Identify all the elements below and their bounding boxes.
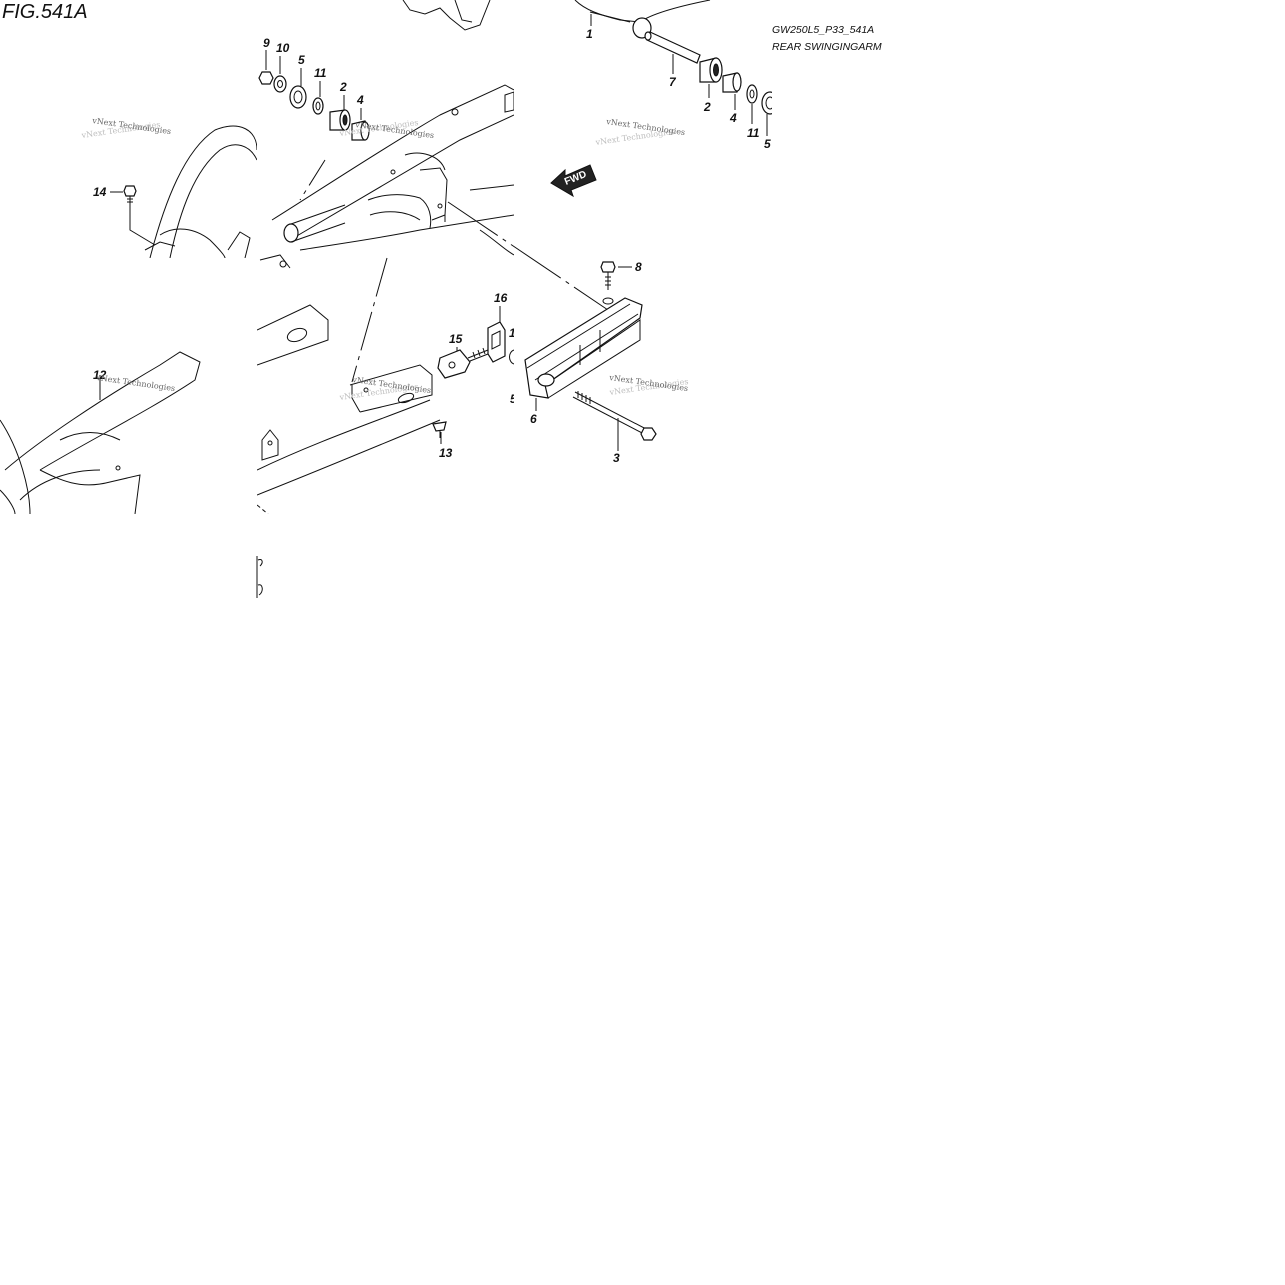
partial-callout: 5 <box>510 392 517 406</box>
washer-11-icon <box>312 97 324 115</box>
figure-code: GW250L5_P33_541A <box>772 24 874 36</box>
callout-11: 11 <box>314 66 327 80</box>
callout-1: 1 <box>586 27 593 41</box>
bolt-3-icon <box>572 391 657 441</box>
adjuster-15-icon <box>437 347 489 379</box>
middle-panel-fragment: 9 10 5 11 2 4 <box>256 0 517 598</box>
watermark-text: vNext Technologies <box>95 373 176 393</box>
callout-5b: 5 <box>764 137 771 151</box>
callout-14: 13 <box>439 446 453 460</box>
bearing-2b-icon <box>699 57 723 83</box>
pivot-shaft-7-icon <box>644 31 701 64</box>
bearing-2-icon <box>329 109 351 131</box>
callout-4: 4 <box>356 93 364 107</box>
callout-4b: 4 <box>729 111 737 125</box>
washer-10-icon <box>273 75 287 93</box>
plate-16-icon <box>487 321 506 363</box>
callout-2: 2 <box>339 80 347 94</box>
right-panel-fragment: 1 7 2 4 11 <box>447 0 772 465</box>
callout-12: 12 <box>93 368 107 382</box>
callout-9: 9 <box>263 36 270 50</box>
callout-3: 3 <box>613 451 620 465</box>
figure-title: FIG.541A <box>2 1 88 23</box>
nut-9-icon <box>258 71 274 85</box>
callout-8: 8 <box>635 260 642 274</box>
callout-7: 7 <box>669 75 677 89</box>
callout-6: 6 <box>530 412 537 426</box>
bolt-8-icon <box>600 261 616 305</box>
callout-5: 5 <box>298 53 305 67</box>
forward-arrow-icon: FWD <box>550 164 597 198</box>
figure-name: REAR SWINGINGARM <box>772 41 882 53</box>
callout-2b: 2 <box>703 100 711 114</box>
callout-16: 16 <box>494 291 508 305</box>
seal-5b-icon <box>761 91 772 115</box>
spacer-4-icon <box>351 120 370 141</box>
spacer-4b-icon <box>722 72 742 93</box>
callout-13: 14 <box>93 185 107 199</box>
chain-buffer-6-icon <box>524 297 643 399</box>
rear-fender-part <box>129 125 257 258</box>
washer-11b-icon <box>746 84 758 104</box>
callout-10: 10 <box>276 41 290 55</box>
left-panel-fragment: 14 12 vNext Technologies vNext Technolog… <box>0 116 257 514</box>
partial-callout: 1 <box>509 326 516 340</box>
screw-14-icon <box>432 421 447 438</box>
bolt-13-icon <box>123 185 137 206</box>
callout-11b: 11 <box>747 126 760 140</box>
callout-15: 15 <box>449 332 463 346</box>
seal-5-icon <box>289 85 307 109</box>
chain-case-part <box>0 351 201 514</box>
